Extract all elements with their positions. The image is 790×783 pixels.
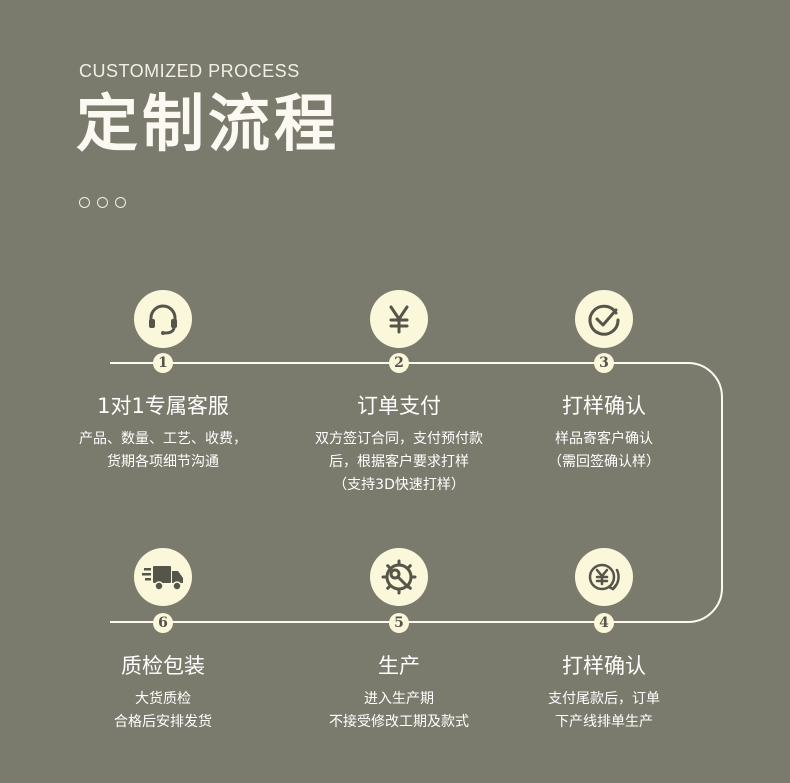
step-description-line: （需回签确认样） <box>548 454 660 470</box>
dot <box>115 197 126 208</box>
delivery-truck-icon <box>134 548 192 606</box>
step-title: 打样确认 <box>562 654 646 678</box>
step-description-line: 支付尾款后，订单 <box>548 691 660 707</box>
page-subtitle: CUSTOMIZED PROCESS <box>79 61 300 81</box>
step-description-line: 合格后安排发货 <box>114 714 212 730</box>
step-number: 1 <box>153 353 173 373</box>
step-title: 质检包装 <box>121 654 205 678</box>
dot <box>79 197 90 208</box>
step-description: 支付尾款后，订单 下产线排单生产 <box>484 688 724 734</box>
gear-wrench-icon <box>370 548 428 606</box>
step-description-line: 产品、数量、工艺、收费， <box>79 431 247 447</box>
step-description: 样品寄客户确认 （需回签确认样） <box>484 428 724 474</box>
step-description: 进入生产期 不接受修改工期及款式 <box>279 688 519 734</box>
step-number: 4 <box>594 613 614 633</box>
check-circle-icon <box>575 290 633 348</box>
page-title: 定制流程 <box>76 87 341 160</box>
step-description-line: 后，根据客户要求打样 <box>329 454 469 470</box>
step-description: 大货质检 合格后安排发货 <box>43 688 283 734</box>
step-description-line: 双方签订合同，支付预付款 <box>315 431 483 447</box>
dot <box>97 197 108 208</box>
step-description-line: 下产线排单生产 <box>555 714 653 730</box>
step-description-line: 大货质检 <box>135 691 191 707</box>
step-title: 打样确认 <box>562 394 646 418</box>
step-title: 订单支付 <box>357 394 441 418</box>
step-description-line: 进入生产期 <box>364 691 434 707</box>
step-number: 6 <box>153 613 173 633</box>
headset-icon <box>134 290 192 348</box>
step-description-line: （支持3D快速打样） <box>333 477 465 493</box>
step-title: 生产 <box>378 654 420 678</box>
yen-refresh-icon <box>575 548 633 606</box>
step-number: 5 <box>389 613 409 633</box>
decorative-dots <box>79 197 126 208</box>
step-number: 2 <box>389 353 409 373</box>
step-description-line: 不接受修改工期及款式 <box>329 714 469 730</box>
step-description-line: 货期各项细节沟通 <box>107 454 219 470</box>
yen-icon <box>370 290 428 348</box>
step-title: 1对1专属客服 <box>97 394 229 418</box>
step-description: 双方签订合同，支付预付款 后，根据客户要求打样 （支持3D快速打样） <box>279 428 519 497</box>
step-number: 3 <box>594 353 614 373</box>
step-description-line: 样品寄客户确认 <box>555 431 653 447</box>
step-description: 产品、数量、工艺、收费， 货期各项细节沟通 <box>43 428 283 474</box>
